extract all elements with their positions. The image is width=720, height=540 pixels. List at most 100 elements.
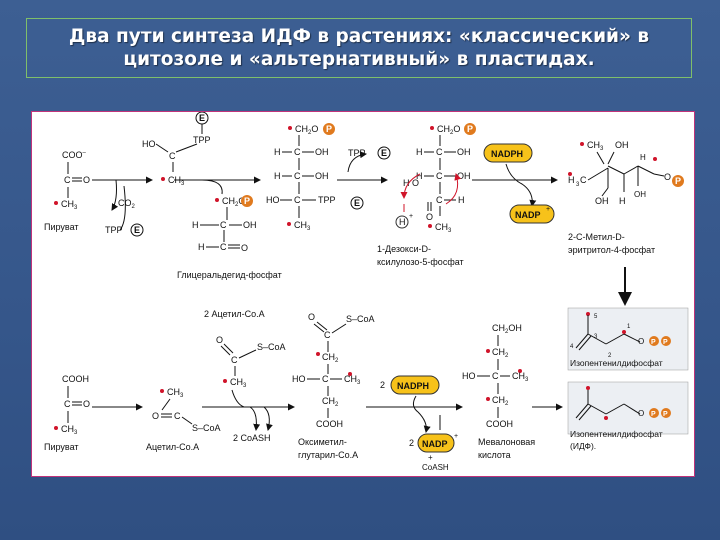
svg-text:E: E xyxy=(354,198,360,208)
svg-text:2 CoASH: 2 CoASH xyxy=(233,433,271,443)
hmg-coa-label-2: глутарил-Co.A xyxy=(298,450,358,460)
svg-text:TPP: TPP xyxy=(318,195,336,205)
svg-text:O: O xyxy=(83,175,90,185)
svg-text:P: P xyxy=(651,411,656,418)
svg-text:CO2: CO2 xyxy=(118,198,136,210)
pyruvate-bottom-label: Пируват xyxy=(44,442,79,452)
svg-text:H: H xyxy=(416,171,423,181)
svg-text:H: H xyxy=(568,175,575,185)
svg-text:CH3: CH3 xyxy=(435,222,452,234)
mep-label-1: 2-С-Метил-D- xyxy=(568,232,625,242)
pyruvate-top: COO– C O CH3 Пируват xyxy=(44,150,90,232)
svg-text:3: 3 xyxy=(594,334,598,340)
svg-text:C: C xyxy=(294,171,301,181)
svg-text:O: O xyxy=(638,409,644,418)
svg-text:P: P xyxy=(326,124,332,134)
svg-text:CH3: CH3 xyxy=(344,374,361,386)
hmg-coa: O C S–CoA CH2 HO C CH3 CH2 COOH Оксимети… xyxy=(292,312,375,460)
svg-text:4: 4 xyxy=(570,344,574,350)
svg-text:+: + xyxy=(546,206,550,213)
svg-text:2: 2 xyxy=(409,438,414,448)
svg-text:NADPH: NADPH xyxy=(491,149,523,159)
svg-text:CH3: CH3 xyxy=(61,199,78,211)
hmg-coa-label-1: Оксиметил- xyxy=(298,437,347,447)
svg-text:OH: OH xyxy=(634,190,646,199)
svg-text:COOH: COOH xyxy=(62,374,89,384)
svg-text:O: O xyxy=(308,312,315,322)
svg-text:OH: OH xyxy=(595,196,609,206)
svg-text:O: O xyxy=(638,337,644,346)
svg-text:C: C xyxy=(492,371,499,381)
svg-text:O: O xyxy=(241,243,248,253)
svg-text:O: O xyxy=(426,212,433,222)
svg-text:OH: OH xyxy=(457,171,471,181)
acetyl-coa-reagent: O C S–CoA CH3 xyxy=(216,335,286,389)
svg-text:C: C xyxy=(64,175,71,185)
svg-text:H: H xyxy=(192,220,199,230)
svg-text:NADP: NADP xyxy=(515,210,541,220)
svg-text:O: O xyxy=(83,399,90,409)
svg-text:TPP: TPP xyxy=(193,135,211,145)
svg-text:COOH: COOH xyxy=(486,419,513,429)
dxp-label-2: ксилулозо-5-фосфат xyxy=(377,257,464,267)
svg-text:E: E xyxy=(381,148,387,158)
svg-text:P: P xyxy=(675,176,681,186)
svg-text:+: + xyxy=(428,453,433,462)
svg-text:CH2O: CH2O xyxy=(437,124,460,136)
svg-text:P: P xyxy=(663,411,668,418)
svg-text:H: H xyxy=(640,153,646,162)
svg-text:3: 3 xyxy=(576,182,580,188)
svg-text:C: C xyxy=(220,220,227,230)
svg-text:C: C xyxy=(580,175,587,185)
pathway-diagram: COO– C O CH3 Пируват CO2 TPP E E TPP HO … xyxy=(44,112,689,472)
svg-text:CH2: CH2 xyxy=(492,395,509,407)
svg-text:C: C xyxy=(324,330,331,340)
hydroxyethyl-tpp: E TPP HO C CH3 xyxy=(142,112,211,187)
svg-text:CH3: CH3 xyxy=(230,377,247,389)
svg-text:CH2OH: CH2OH xyxy=(492,323,522,335)
svg-text:H: H xyxy=(274,171,281,181)
svg-text:TPP: TPP xyxy=(105,225,123,235)
svg-text:HO: HO xyxy=(462,371,476,381)
svg-text:COOH: COOH xyxy=(316,419,343,429)
mevalonate-label-1: Мевалоновая xyxy=(478,437,535,447)
svg-text:H: H xyxy=(458,195,465,205)
svg-text:O: O xyxy=(664,172,671,182)
svg-text:S–CoA: S–CoA xyxy=(192,423,221,433)
ipp-label-lower-1: Изопентенилдифосфат xyxy=(570,429,663,439)
slide-title: Два пути синтеза ИДФ в растениях: «класс… xyxy=(26,18,692,78)
pyruvate-bottom: COOH C O CH3 Пируват xyxy=(44,374,90,452)
phosphate-badge xyxy=(241,195,253,207)
mevalonate: CH2OH CH2 HO C CH3 CH2 COOH Мевалоновая … xyxy=(462,323,535,460)
diagram-panel: COO– C O CH3 Пируват CO2 TPP E E TPP HO … xyxy=(31,111,695,477)
svg-text:NADPH: NADPH xyxy=(397,381,429,391)
svg-text:HO: HO xyxy=(266,195,280,205)
svg-text:CH3: CH3 xyxy=(61,424,78,436)
ipp-label-upper: Изопентенилдифосфат xyxy=(570,358,663,368)
ipp-label-lower-2: (ИДФ). xyxy=(570,441,596,451)
svg-text:H: H xyxy=(198,242,205,252)
svg-text:HO: HO xyxy=(142,139,156,149)
svg-text:C: C xyxy=(64,399,71,409)
svg-text:C: C xyxy=(231,355,238,365)
glyceraldehyde-phosphate: CH2O P H C OH H C O Глицеральдегид-фосфа… xyxy=(177,195,282,280)
tpp-intermediate: CH2O P H C OH H C OH HO C TPP E CH3 xyxy=(266,123,364,232)
svg-text:1: 1 xyxy=(627,324,631,330)
mevalonate-label-2: кислота xyxy=(478,450,511,460)
svg-text:CH3: CH3 xyxy=(587,140,604,152)
svg-text:OH: OH xyxy=(315,147,329,157)
svg-text:CoASH: CoASH xyxy=(422,463,449,472)
svg-text:P: P xyxy=(663,339,668,346)
nadph-badge xyxy=(483,143,533,163)
svg-text:E: E xyxy=(199,113,205,123)
svg-text:OH: OH xyxy=(315,171,329,181)
svg-text:OH: OH xyxy=(457,147,471,157)
svg-text:C: C xyxy=(174,411,181,421)
svg-text:P: P xyxy=(244,196,250,206)
svg-text:TPP: TPP xyxy=(348,148,366,158)
svg-text:C: C xyxy=(169,151,176,161)
svg-text:COO–: COO– xyxy=(62,150,87,160)
title-line-2: цитозоле и «альтернативный» в пластидах. xyxy=(123,49,595,70)
pyruvate-label: Пируват xyxy=(44,222,79,232)
